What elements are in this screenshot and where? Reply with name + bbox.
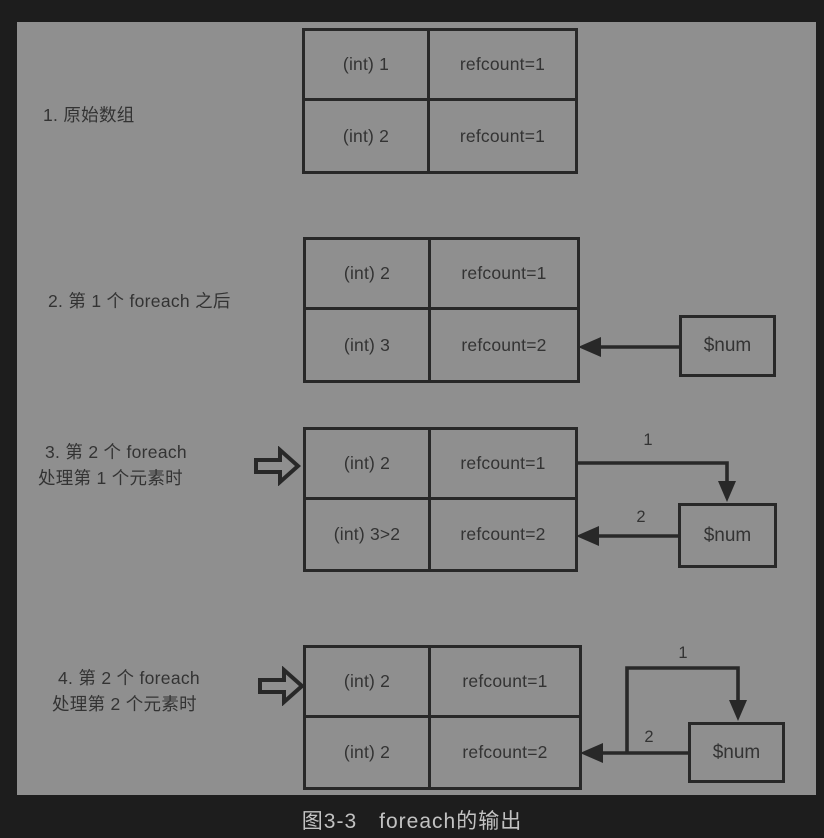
table-cell-refcount: refcount=1 bbox=[431, 430, 575, 500]
num-variable-box-2: $num bbox=[679, 315, 776, 377]
table-cell-value: (int) 2 bbox=[306, 648, 431, 718]
table-cell-value: (int) 2 bbox=[305, 101, 430, 171]
num-variable-box-3: $num bbox=[678, 503, 777, 568]
table-cell-value: (int) 2 bbox=[306, 717, 431, 787]
table-cell-refcount: refcount=1 bbox=[430, 31, 575, 101]
table-cell-refcount: refcount=2 bbox=[460, 523, 546, 544]
table-cell-value: (int) 2 bbox=[306, 240, 431, 310]
zval-table-2: (int) 2 refcount=1 (int) 3 refcount=2 bbox=[303, 237, 580, 383]
step-arrow-icon-3 bbox=[254, 446, 301, 486]
table-cell-value: (int) 2 bbox=[306, 430, 431, 500]
figure-panel: 1. 原始数组 (int) 1 refcount=1 (int) 2 refco… bbox=[17, 22, 816, 795]
table-cell-refcount: refcount=2 bbox=[462, 741, 548, 762]
section-2-label: 2. 第 1 个 foreach 之后 bbox=[48, 291, 231, 311]
arrow-label-4-1: 1 bbox=[678, 644, 688, 662]
arrow-label-4-2: 2 bbox=[644, 728, 654, 746]
table-cell-refcount: refcount=1 bbox=[459, 125, 546, 146]
zval-table-4: (int) 2 refcount=1 (int) 2 refcount=2 bbox=[303, 645, 582, 790]
table-cell-refcount: refcount=1 bbox=[431, 240, 577, 310]
zval-table-3: (int) 2 refcount=1 (int) 3>2 refcount=2 bbox=[303, 427, 578, 572]
figure-caption: 图3-3 foreach的输出 bbox=[301, 809, 523, 833]
step-arrow-icon-4 bbox=[258, 666, 305, 706]
arrow-label-3-1: 1 bbox=[643, 431, 653, 449]
section-4-label-line1: 4. 第 2 个 foreach bbox=[58, 668, 200, 688]
section-3-label-line1: 3. 第 2 个 foreach bbox=[45, 442, 187, 462]
zval-table-1: (int) 1 refcount=1 (int) 2 refcount=1 bbox=[302, 28, 578, 174]
table-cell-value: (int) 3 bbox=[306, 310, 431, 380]
section-3-label-line2: 处理第 1 个元素时 bbox=[38, 468, 183, 488]
table-cell-value: (int) 3>2 bbox=[306, 499, 431, 569]
table-cell-refcount: refcount=1 bbox=[431, 648, 579, 718]
arrow-label-3-2: 2 bbox=[636, 508, 646, 526]
section-1-label: 1. 原始数组 bbox=[43, 105, 135, 125]
table-cell-value: (int) 1 bbox=[305, 31, 430, 101]
table-cell-refcount: refcount=2 bbox=[461, 334, 547, 355]
section-4-label-line2: 处理第 2 个元素时 bbox=[52, 694, 197, 714]
num-variable-box-4: $num bbox=[688, 722, 785, 783]
